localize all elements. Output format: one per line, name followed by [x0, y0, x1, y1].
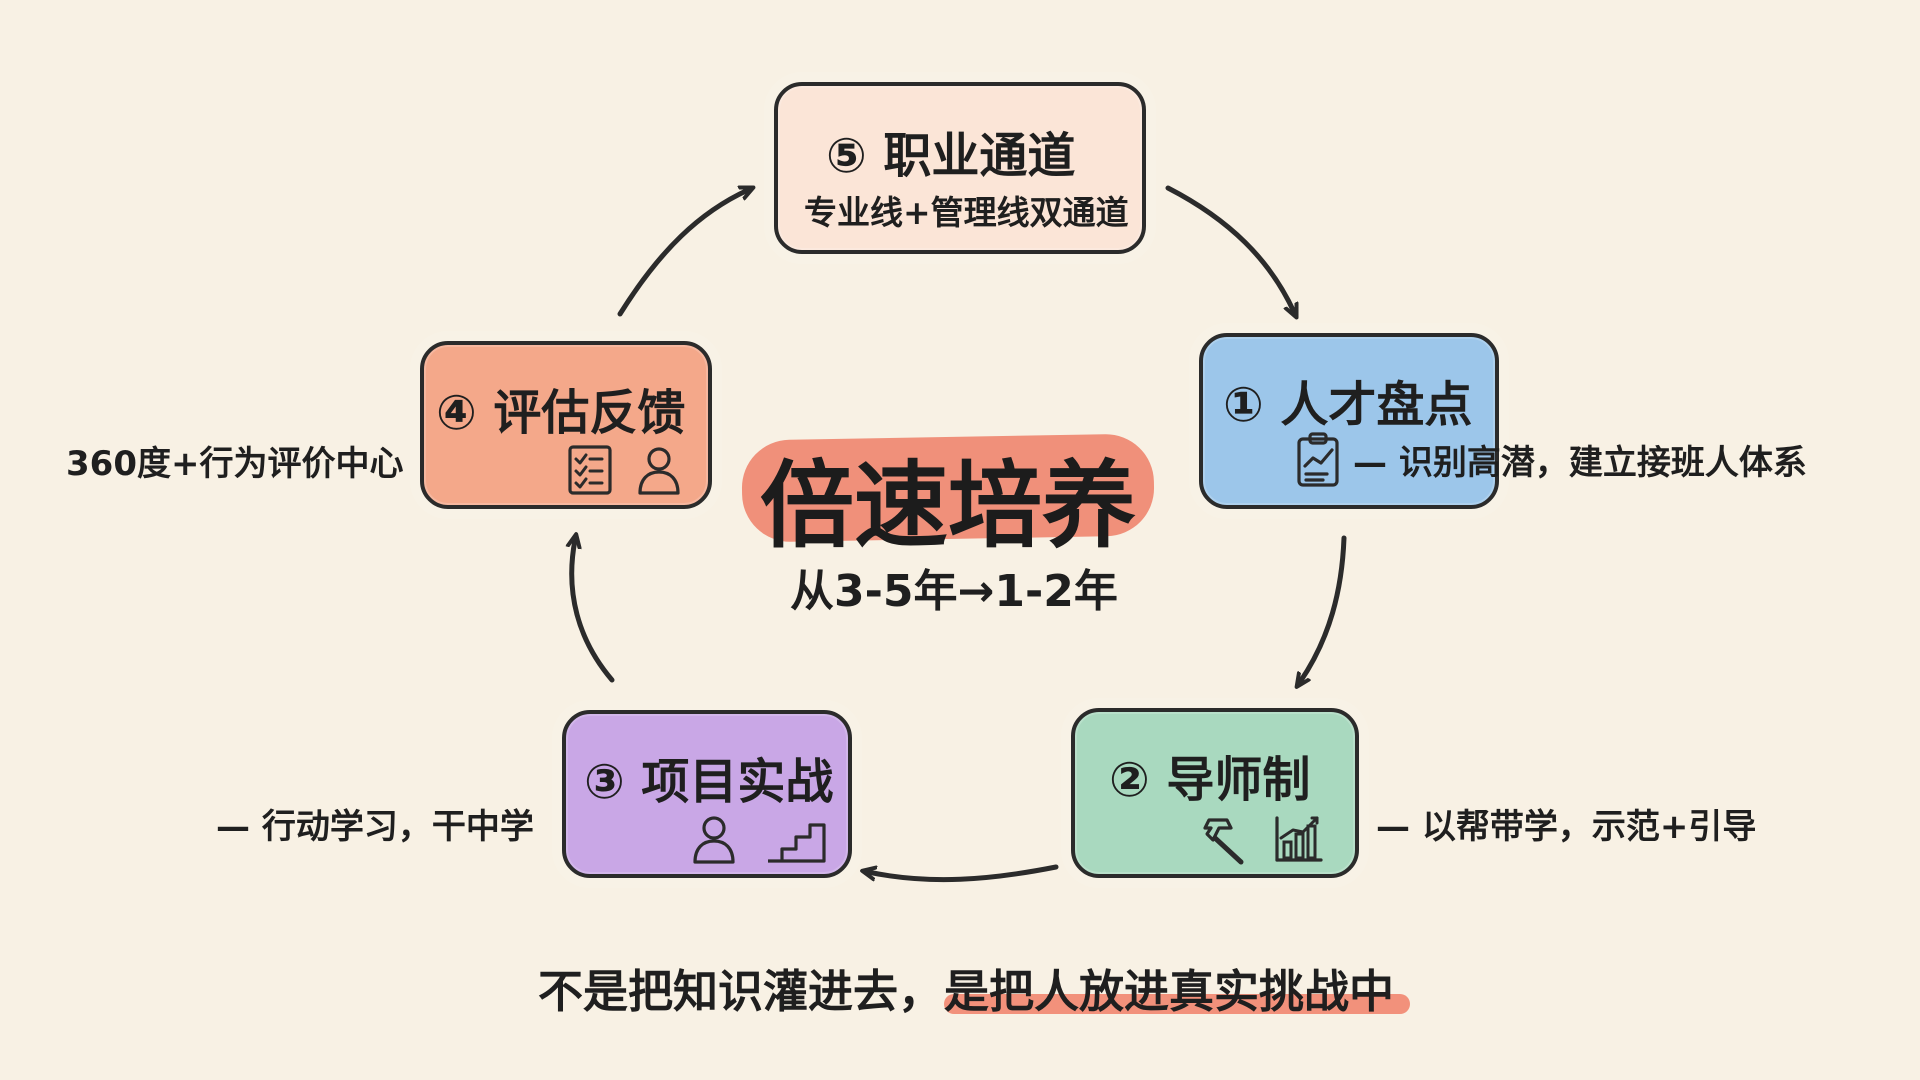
person-icon [638, 447, 680, 495]
stage-4-title: ④ 评估反馈 [436, 385, 686, 441]
stage-2-note: — 以帮带学，示范+引导 [1376, 807, 1757, 847]
stage-5-title: ⑤ 职业通道 [826, 128, 1076, 184]
arrow-stage4-to-stage5 [617, 190, 748, 317]
bottom-highlight [944, 994, 1410, 1014]
arrow-stage3-to-stage4 [572, 540, 615, 683]
stage-3-title: ③ 项目实战 [584, 754, 834, 810]
bottom-left-text: 不是把知识灌进去， [538, 965, 944, 1018]
stage-1-note: — 识别高潜，建立接班人体系 [1353, 443, 1807, 483]
stage-2-title: ② 导师制 [1109, 752, 1311, 808]
person-icon [693, 816, 735, 864]
stage-4-card: ④ 评估反馈 [420, 341, 712, 509]
center-subtitle: 从3-5年→1-2年 [790, 566, 1118, 617]
stage-1-title: ① 人才盘点 [1223, 377, 1473, 433]
stage-4-note: 360度+行为评价中心 [66, 444, 404, 484]
checklist-icon [568, 445, 612, 495]
center-title: 倍速培养 [760, 451, 1137, 561]
arrow-stage2-to-stage3 [868, 864, 1059, 883]
stage-3-note: — 行动学习，干中学 [216, 807, 534, 847]
stage-1-card: ① 人才盘点 [1199, 333, 1499, 509]
arrow-stage1-to-stage2 [1300, 535, 1347, 682]
arrow-stage5-to-stage1 [1165, 185, 1294, 312]
hammer-icon [1203, 818, 1244, 865]
stage-5-subtitle: 专业线+管理线双通道 [804, 193, 1129, 232]
stairs-icon [768, 823, 826, 863]
bottom-right-text: 是把人放进真实挑战中 [944, 965, 1395, 1018]
bar-chart-icon [1275, 816, 1323, 862]
clipboard-chart-icon [1297, 432, 1339, 487]
stage-5-card: ⑤ 职业通道 专业线+管理线双通道 [774, 82, 1146, 254]
stage-2-card: ② 导师制 [1071, 708, 1359, 878]
stage-3-card: ③ 项目实战 [562, 710, 852, 878]
